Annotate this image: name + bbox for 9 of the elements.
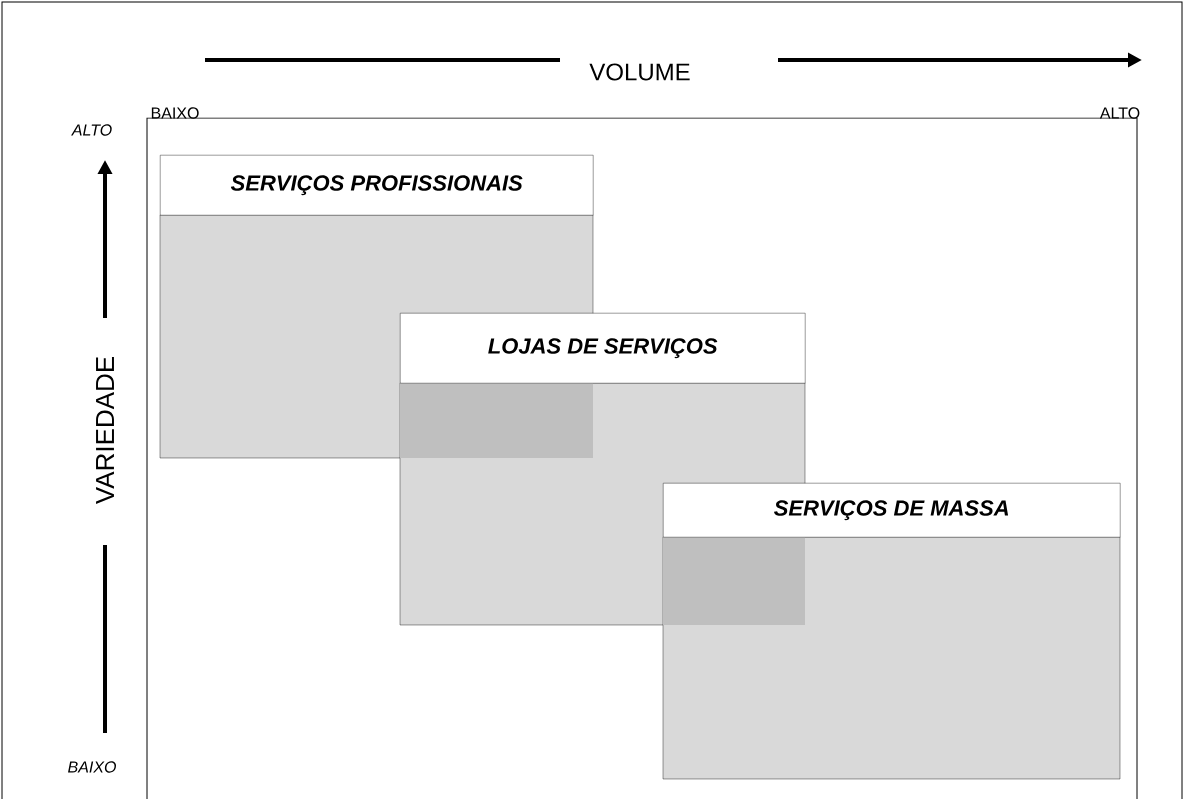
axis-title: VOLUME [589, 63, 690, 81]
header-box: LOJAS DE SERVIÇOS [400, 313, 806, 384]
header-box: SERVIÇOS PROFISSIONAIS [160, 155, 594, 216]
axis-label: ALTO [71, 124, 112, 136]
axis-label: ALTO [1099, 107, 1140, 119]
axis-label: BAIXO [151, 107, 199, 119]
axis-label: BAIXO [68, 761, 116, 773]
header-box: SERVIÇOS DE MASSA [663, 483, 1121, 538]
axis-title: VARIEDADE [96, 356, 114, 505]
